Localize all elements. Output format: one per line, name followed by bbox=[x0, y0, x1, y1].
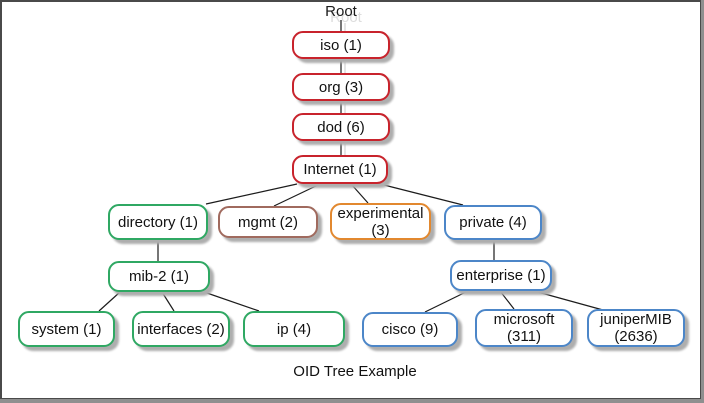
node-org: org (3) bbox=[292, 73, 390, 101]
node-system: system (1) bbox=[18, 311, 115, 347]
node-cisco: cisco (9) bbox=[362, 312, 458, 347]
node-internet: Internet (1) bbox=[292, 155, 388, 184]
connector-line bbox=[533, 290, 604, 311]
connector-line bbox=[205, 183, 298, 205]
node-experimental: experimental (3) bbox=[330, 203, 431, 240]
node-dod: dod (6) bbox=[292, 113, 390, 141]
connector-line bbox=[499, 290, 515, 310]
node-enterprise: enterprise (1) bbox=[450, 260, 552, 291]
connector-line bbox=[273, 184, 319, 207]
diagram-caption: OID Tree Example bbox=[293, 363, 417, 380]
connector-line bbox=[351, 184, 369, 204]
connector-line bbox=[203, 291, 260, 312]
node-ip: ip (4) bbox=[243, 311, 345, 347]
node-interfaces: interfaces (2) bbox=[132, 311, 230, 347]
node-directory: directory (1) bbox=[108, 204, 208, 240]
root-node-label: Root bbox=[325, 3, 357, 20]
node-mib-2: mib-2 (1) bbox=[108, 261, 210, 292]
connector-line bbox=[383, 184, 464, 206]
connector-line bbox=[161, 291, 175, 312]
node-iso: iso (1) bbox=[292, 31, 390, 59]
node-microsoft: microsoft (311) bbox=[475, 309, 573, 347]
node-private: private (4) bbox=[444, 205, 542, 240]
node-junipermib: juniperMIB (2636) bbox=[587, 309, 685, 347]
connector-line bbox=[98, 291, 121, 312]
node-mgmt: mgmt (2) bbox=[218, 206, 318, 238]
connector-line bbox=[424, 290, 469, 313]
